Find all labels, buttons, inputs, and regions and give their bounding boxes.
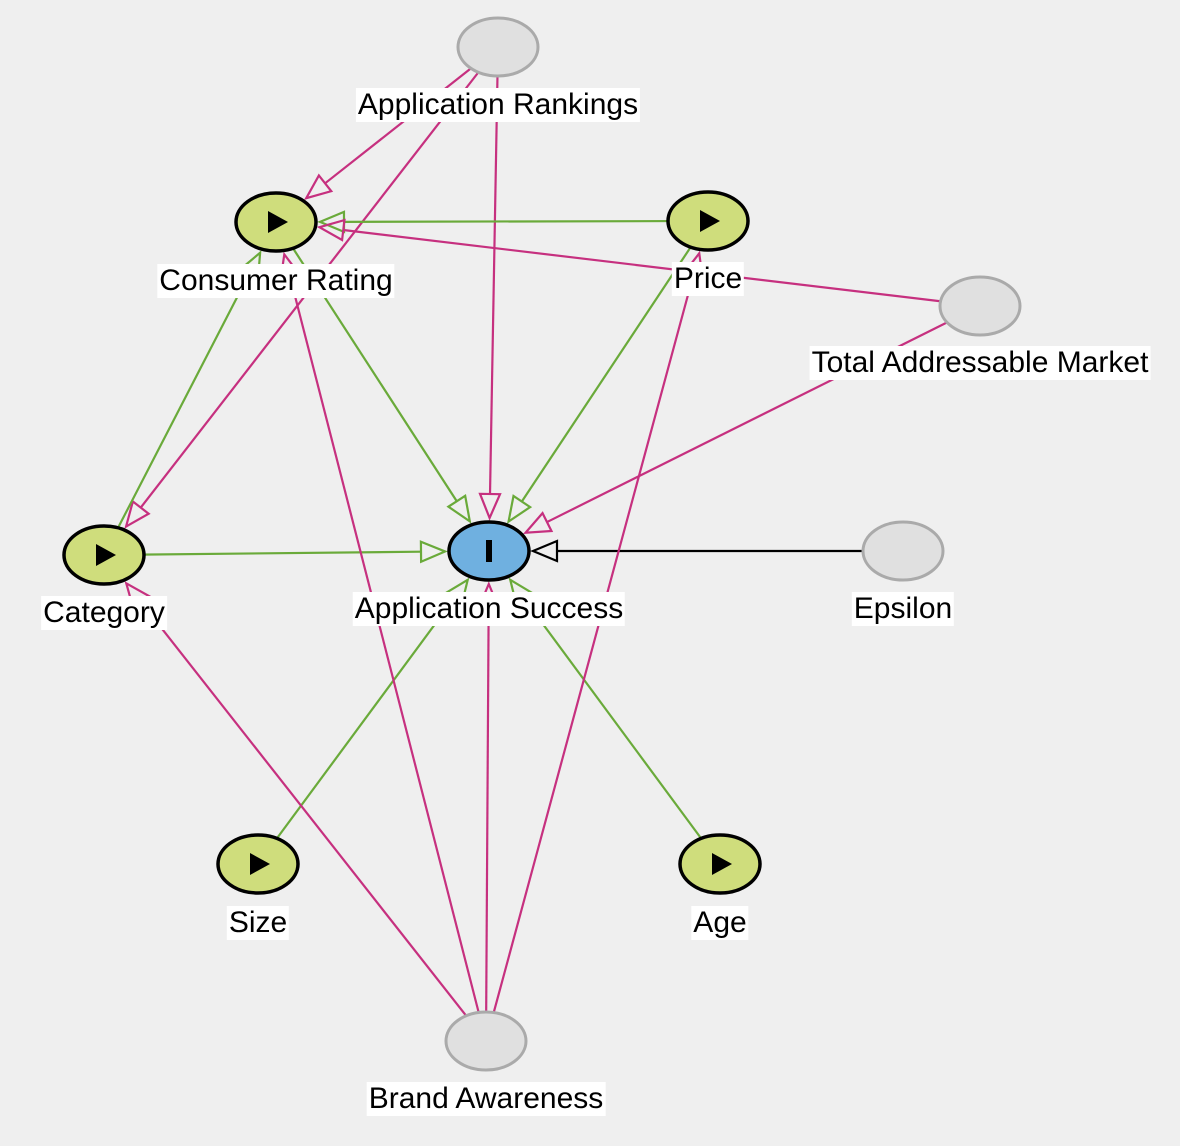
arrowhead: [124, 499, 151, 529]
edge-total-addressable-market-to-consumer-rating: [316, 218, 945, 303]
node-total-addressable-market[interactable]: [938, 275, 1022, 337]
node-consumer-rating[interactable]: [234, 191, 318, 253]
play-icon: [268, 211, 288, 233]
node-size[interactable]: [216, 833, 300, 895]
arrowhead: [303, 173, 334, 200]
edge-brand-awareness-to-consumer-rating: [279, 251, 481, 1017]
node-brand-awareness[interactable]: [444, 1010, 528, 1072]
node-category[interactable]: [62, 524, 146, 586]
node-label-application-rankings: Application Rankings: [355, 88, 641, 122]
node-layer: [62, 16, 1022, 1072]
edge-price-to-application-success: [506, 243, 694, 524]
play-icon: [250, 853, 270, 875]
arrowhead: [530, 539, 559, 563]
play-icon: [96, 544, 116, 566]
node-application-success[interactable]: [447, 520, 531, 582]
node-label-application-success: Application Success: [352, 592, 626, 626]
node-label-consumer-rating: Consumer Rating: [157, 264, 395, 298]
play-icon: [700, 210, 720, 232]
edge-brand-awareness-to-application-success: [476, 581, 501, 1017]
node-epsilon[interactable]: [861, 520, 945, 582]
edge-epsilon-to-application-success: [530, 539, 867, 563]
play-icon: [712, 853, 732, 875]
node-label-size: Size: [226, 906, 290, 940]
edge-brand-awareness-to-price: [491, 250, 704, 1017]
node-label-total-addressable-market: Total Addressable Market: [809, 346, 1151, 380]
node-price[interactable]: [666, 190, 750, 252]
edge-category-to-application-success: [139, 540, 448, 564]
arrowhead: [446, 493, 472, 524]
arrowhead: [419, 540, 448, 564]
node-label-epsilon: Epsilon: [851, 592, 955, 626]
edge-application-rankings-to-consumer-rating: [303, 65, 475, 200]
arrowhead: [522, 511, 554, 535]
arrowhead: [506, 494, 533, 524]
node-application-rankings[interactable]: [456, 16, 540, 78]
node-age[interactable]: [678, 833, 762, 895]
arrowhead: [316, 218, 346, 242]
node-label-brand-awareness: Brand Awareness: [366, 1082, 606, 1116]
node-label-price: Price: [671, 262, 745, 296]
outcome-bar-icon: [486, 540, 492, 562]
node-label-category: Category: [41, 596, 167, 630]
edge-application-rankings-to-application-success: [478, 71, 502, 521]
node-label-age: Age: [691, 906, 749, 940]
arrowhead: [478, 492, 502, 521]
